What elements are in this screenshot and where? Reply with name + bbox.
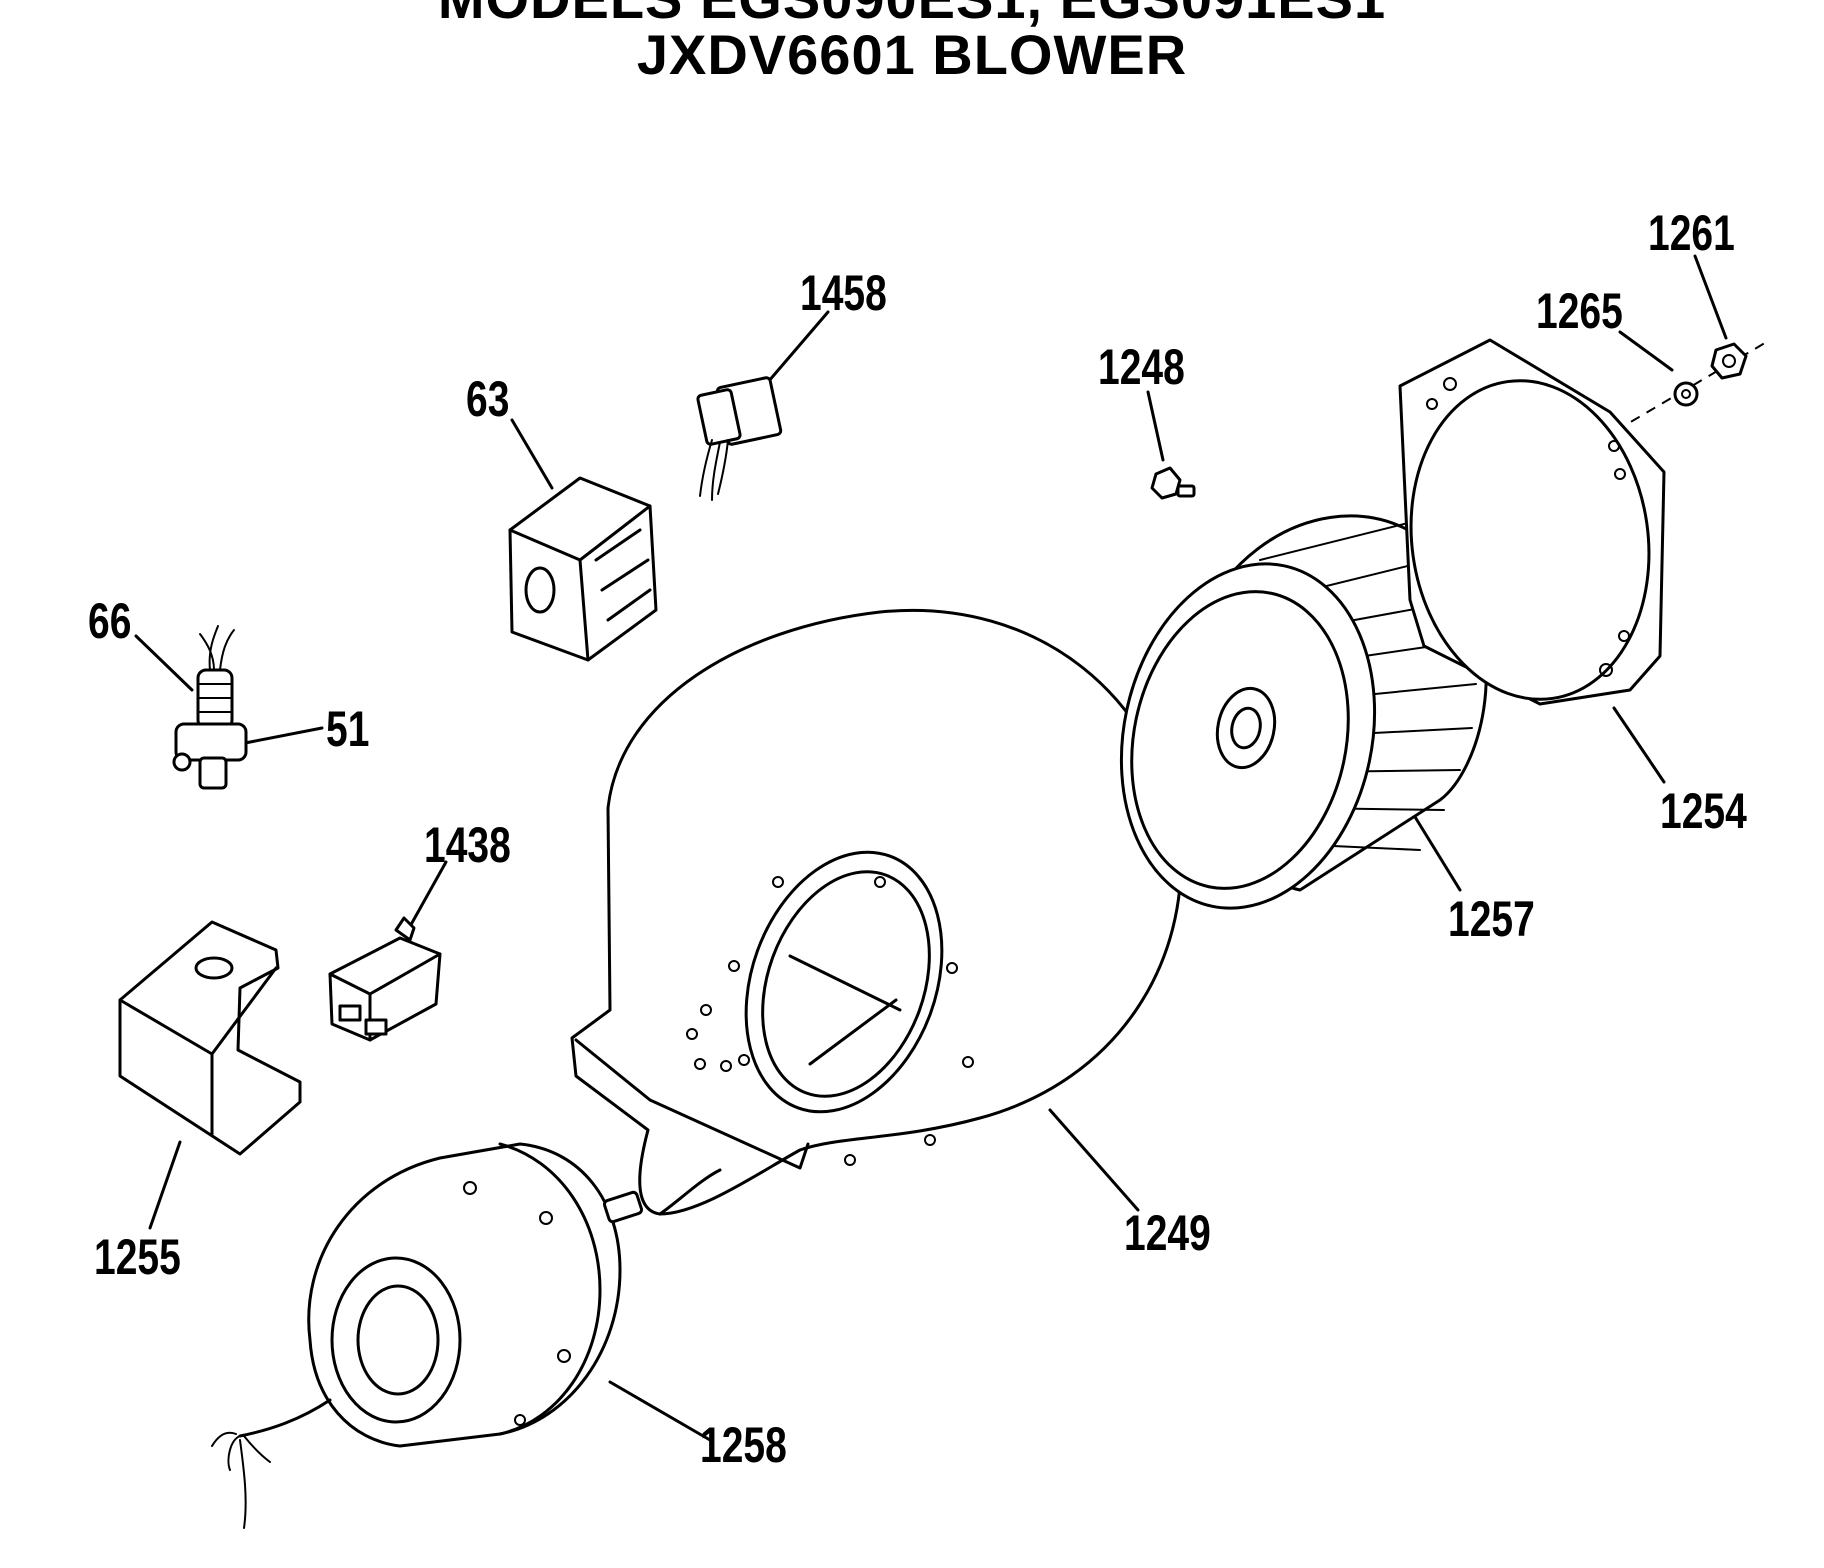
relay-box-part-63: [508, 476, 658, 662]
wire-connector-part-1458: [696, 376, 783, 501]
part-label-63: 63: [466, 371, 510, 427]
part-label-1458: 1458: [800, 265, 887, 321]
leader-1458: [766, 310, 830, 384]
part-label-51: 51: [326, 701, 370, 757]
motor-part-1258: [211, 1142, 644, 1529]
part-label-66: 66: [88, 593, 132, 649]
leader-1438: [406, 860, 448, 932]
part-label-1258: 1258: [700, 1417, 787, 1473]
leader-1257: [1410, 810, 1462, 892]
leader-1249: [1048, 1108, 1140, 1212]
part-label-1257: 1257: [1448, 891, 1535, 947]
part-label-1438: 1438: [424, 817, 511, 873]
washer-part-1265: [1673, 381, 1699, 407]
leader-63: [510, 418, 554, 490]
coil-part-66: [196, 625, 235, 730]
part-label-1248: 1248: [1098, 339, 1185, 395]
diagram-title-models: MODELS EGS090ES1, EGS091ES1: [0, 0, 1824, 31]
screw-part-1248: [1150, 466, 1196, 500]
leader-1258: [608, 1380, 712, 1442]
part-label-1261: 1261: [1648, 205, 1735, 261]
leader-1254: [1612, 706, 1666, 784]
mounting-plate-part-1254: [1398, 338, 1666, 706]
leader-lines: [134, 254, 1771, 1442]
leader-1261: [1693, 254, 1728, 340]
valve-fitting-part-51: [172, 722, 248, 790]
nut-part-1261: [1710, 342, 1748, 380]
diagram-title-blower: JXDV6601 BLOWER: [636, 23, 1188, 86]
part-label-1255: 1255: [94, 1229, 181, 1285]
part-label-1249: 1249: [1124, 1205, 1211, 1261]
part-label-1265: 1265: [1536, 283, 1623, 339]
blower-housing-part-1249: [570, 609, 1183, 1216]
leader-51: [238, 726, 324, 746]
leader-1255: [148, 1140, 182, 1230]
leader-66: [134, 634, 194, 692]
leader-1265: [1618, 330, 1674, 372]
connector-part-1438: [328, 916, 442, 1042]
bracket-part-1255: [118, 920, 302, 1156]
part-label-1254: 1254: [1660, 783, 1747, 839]
leader-1248: [1146, 390, 1165, 462]
